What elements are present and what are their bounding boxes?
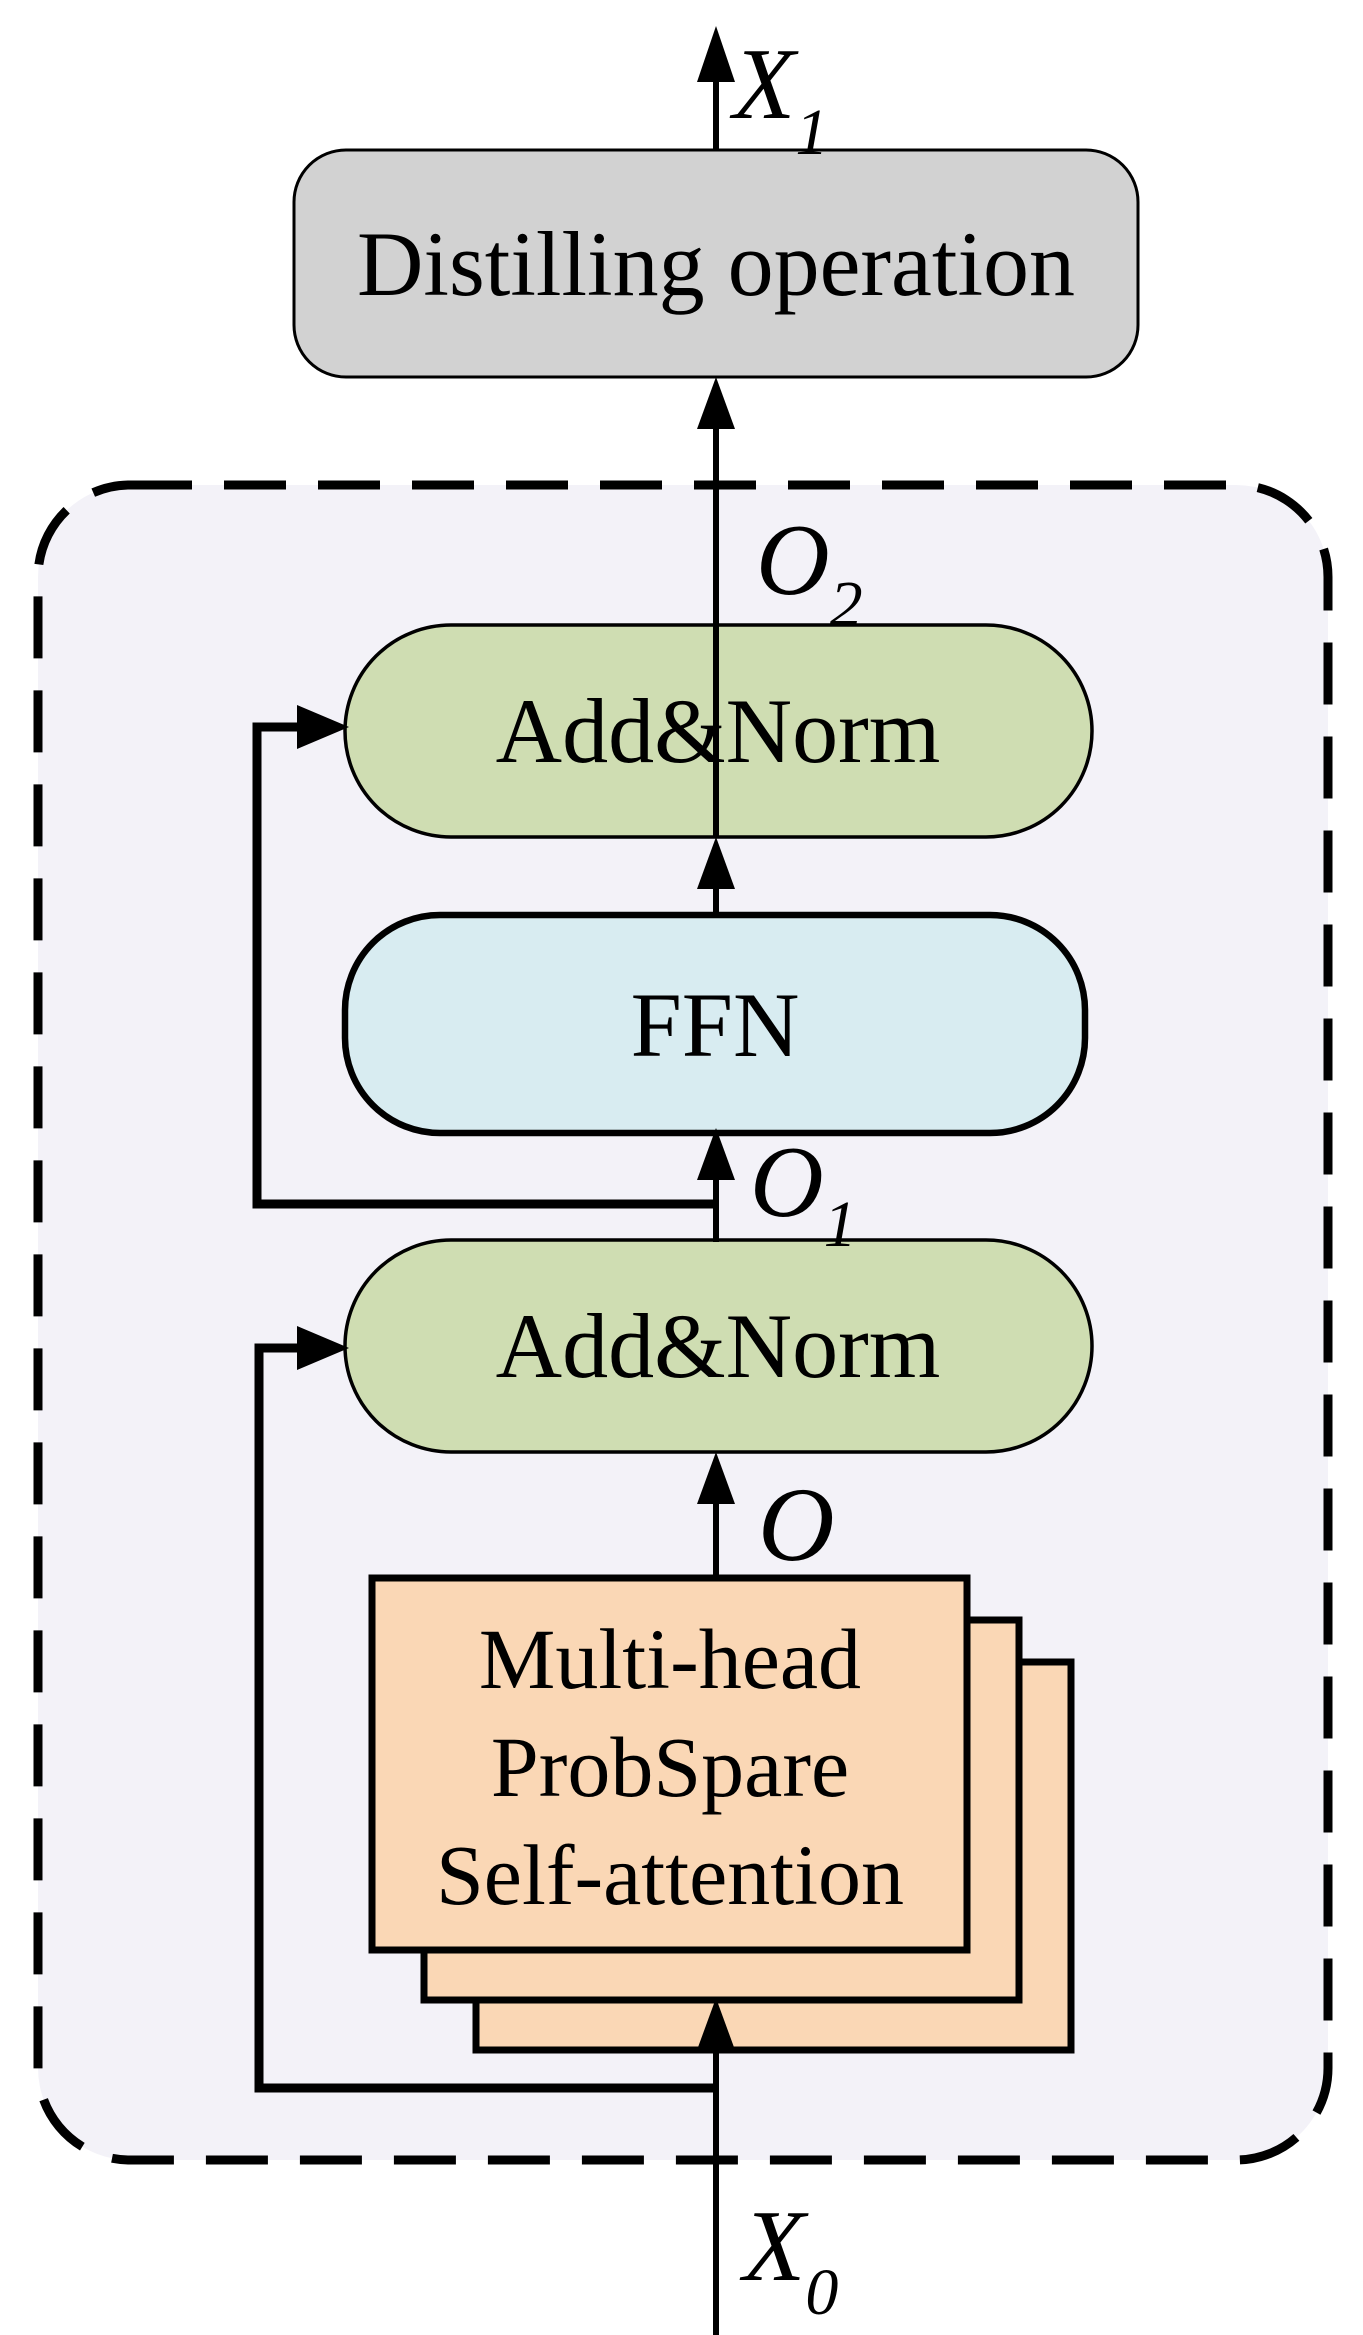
attention-box-front <box>368 1574 971 1954</box>
skip-connection-bottom-line <box>254 1343 716 2093</box>
signal-o1-label: O1 <box>750 1126 857 1261</box>
distilling-operation-label: Distilling operation <box>357 213 1075 315</box>
signal-o2-label: O2 <box>756 504 863 641</box>
signal-x0-label: X0 <box>739 2190 838 2329</box>
arrow-ffn-to-addnorm-head-icon <box>697 837 735 889</box>
signal-x1-label: X1 <box>729 28 828 169</box>
ffn-label: FFN <box>631 974 800 1076</box>
skip-connection-bottom-head-icon <box>297 1326 349 1370</box>
attention-label-line2: ProbSpare <box>491 1719 849 1815</box>
arrow-o-head-icon <box>697 1452 735 1504</box>
attention-label-line3: Self-attention <box>436 1827 904 1923</box>
attention-label-line1: Multi-head <box>479 1611 861 1707</box>
arrow-x1-head-icon <box>697 26 735 82</box>
skip-connection-top-line <box>252 722 716 1209</box>
arrow-o2-head-icon <box>697 377 735 429</box>
signal-o-label: O <box>758 1466 835 1583</box>
skip-connection-top-head-icon <box>297 705 349 749</box>
arrow-o1-head-icon <box>697 1128 735 1180</box>
addnorm-top-label: Add&Norm <box>496 680 941 782</box>
addnorm-bottom-label: Add&Norm <box>496 1295 941 1397</box>
arrow-x0-head-icon <box>697 1998 735 2050</box>
